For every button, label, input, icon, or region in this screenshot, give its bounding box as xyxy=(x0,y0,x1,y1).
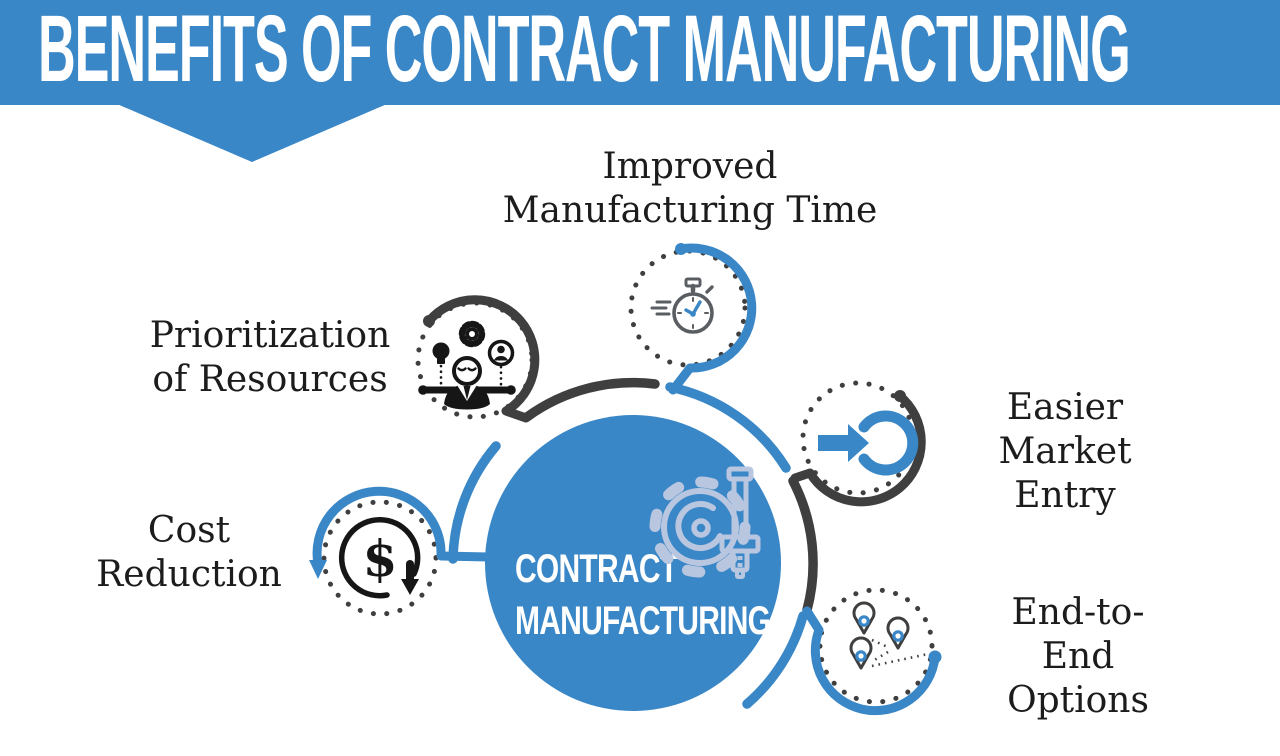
benefit-label-easier-market-entry: Easier Market Entry xyxy=(958,386,1173,518)
ring-arc-top-left-dark xyxy=(522,377,660,422)
dollar-decrease-icon: $ xyxy=(338,516,421,599)
resource-balance-icon xyxy=(418,320,516,410)
stopwatch-icon xyxy=(650,277,714,334)
benefit-label-line: Options xyxy=(1007,680,1149,721)
banner-notch xyxy=(117,104,387,162)
benefit-label-improved-manufacturing-time: Improved Manufacturing Time xyxy=(503,145,878,233)
benefit-label-end-to-end-options: End-to-End Options xyxy=(977,591,1179,723)
benefit-label-line: Market Entry xyxy=(998,431,1132,516)
benefit-label-line: Prioritization xyxy=(149,315,391,356)
prioritization-node-arc xyxy=(423,295,540,423)
dollar-glyph: $ xyxy=(363,529,398,588)
end-dotted-circle xyxy=(817,587,935,705)
benefit-label-line: Manufacturing Time xyxy=(502,190,878,231)
central-title: CONTRACT MANUFACTURING xyxy=(515,543,771,647)
ring-arc-top-right-blue xyxy=(665,382,791,473)
central-ring xyxy=(448,377,818,709)
cost-dotted-circle xyxy=(321,499,439,617)
page-title: BENEFITS OF CONTRACT MANUFACTURING xyxy=(38,0,1131,102)
ring-arc-bottom-right-blue xyxy=(742,611,808,709)
location-pins-icon xyxy=(849,601,929,670)
benefit-label-line: Improved xyxy=(602,146,778,187)
improved-node-arc xyxy=(668,243,757,395)
ring-arc-right-dark xyxy=(788,476,818,615)
end-node-arc xyxy=(802,606,942,716)
central-title-line2: MANUFACTURING xyxy=(515,599,771,643)
benefit-label-line: Reduction xyxy=(96,554,282,595)
ring-arc-left-blue xyxy=(448,441,501,564)
benefit-label-line: End-to-End xyxy=(1011,592,1145,677)
benefit-label-cost-reduction: Cost Reduction xyxy=(96,509,282,597)
easier-node-arc xyxy=(790,390,926,507)
benefit-label-line: of Resources xyxy=(152,359,388,400)
central-title-line1: CONTRACT xyxy=(515,547,678,591)
arrow-into-circle-icon xyxy=(818,410,919,476)
benefit-label-line: Easier xyxy=(1006,387,1124,428)
gear-screwdriver-icon xyxy=(649,466,761,579)
benefit-label-line: Cost xyxy=(147,510,231,551)
benefit-label-prioritization-of-resources: Prioritization of Resources xyxy=(150,314,391,402)
header-banner: BENEFITS OF CONTRACT MANUFACTURING xyxy=(0,0,1280,105)
central-circle: CONTRACT MANUFACTURING xyxy=(485,415,781,711)
cost-node-arc xyxy=(309,486,494,579)
